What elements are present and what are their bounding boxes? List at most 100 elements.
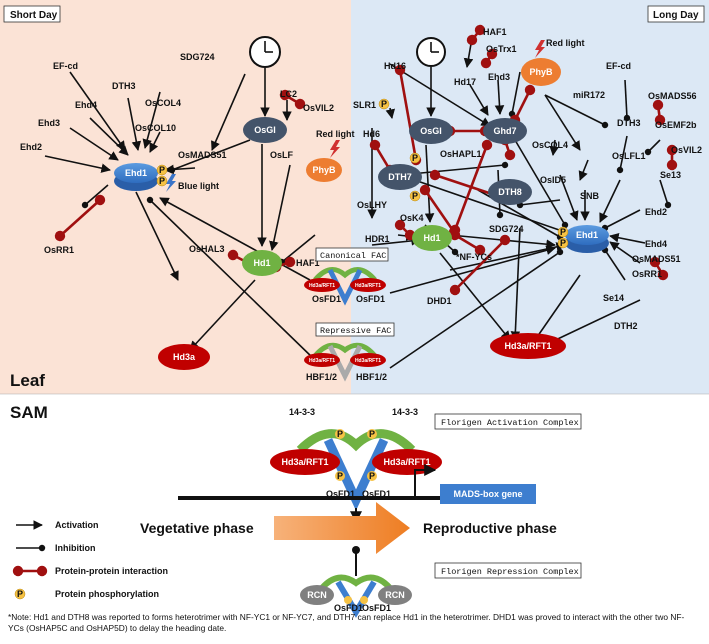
canonical-hd3a-left: Hd3a/RFT1 <box>309 283 335 289</box>
ld-ehd1-node: Ehd1 P P <box>557 225 609 253</box>
ld-osemf2b-label: OsEMF2b <box>655 120 697 130</box>
ld-hd3a-rft1-node <box>490 333 566 359</box>
sd-ehd1-phospho-1: P <box>159 165 165 175</box>
sd-hd1-node <box>242 250 282 276</box>
canonical-osfd1-right: OsFD1 <box>356 294 385 304</box>
ld-sdg724-label: SDG724 <box>489 224 524 234</box>
ld-oshapl1-label: OsHAPL1 <box>440 149 482 159</box>
ld-ehd1-phospho-2: P <box>560 238 566 248</box>
short-day-title: Short Day <box>10 10 58 21</box>
sd-sdg724-label: SDG724 <box>180 52 215 62</box>
sam-14-3-3-left: 14-3-3 <box>289 407 315 417</box>
clock-icon <box>249 36 281 68</box>
footnote: *Note: Hd1 and DTH8 was reported to form… <box>8 612 685 633</box>
sd-hd3a-node <box>158 344 210 370</box>
canonical-fac: Canonical FAC Hd3a/RFT1 Hd3a/RFT1 OsFD1 … <box>304 247 389 306</box>
vegetative-phase-label: Vegetative phase <box>140 520 254 536</box>
ld-osgi-label: OsGI <box>420 126 442 136</box>
ld-ghd7-label: Ghd7 <box>493 126 516 136</box>
ld-red-light-label: Red light <box>546 38 585 48</box>
legend-phospho: Protein phosphorylation <box>55 589 159 599</box>
ld-osrr1-label: OsRR1 <box>632 269 662 279</box>
ld-osmads56-label: OsMADS56 <box>648 91 697 101</box>
sd-dth3-label: DTH3 <box>112 81 136 91</box>
ld-dth7-node <box>378 164 422 190</box>
ld-dth7-phospho-1: P <box>412 153 418 163</box>
ld-ehd2-label: Ehd2 <box>645 207 667 217</box>
ld-hd1-node <box>412 225 452 251</box>
ld-snb-label: SNB <box>580 191 600 201</box>
ld-slr1-label: SLR1 <box>353 100 376 110</box>
sd-phyb-node <box>306 158 342 182</box>
sam-phospho-3: P <box>337 471 343 481</box>
sd-ehd1-label: Ehd1 <box>125 168 147 178</box>
sam-phospho-2: P <box>369 429 375 439</box>
ld-hd16-label: Hd16 <box>384 61 406 71</box>
sam-phospho-4: P <box>369 471 375 481</box>
sd-ehd4-label: Ehd4 <box>75 100 97 110</box>
sam-phospho-1: P <box>337 429 343 439</box>
repression-complex-title: Florigen Repression Complex <box>441 567 579 577</box>
sam-label: SAM <box>10 403 48 422</box>
ld-ehd1-label: Ehd1 <box>576 230 598 240</box>
ld-phyb-node <box>521 58 561 86</box>
short-day-network: EF-cd SDG724 LC2 OsVIL2 Ehd4 DTH3 OsCOL4… <box>20 36 355 370</box>
ld-mir172-label: miR172 <box>573 90 605 100</box>
sd-ehd2-label: Ehd2 <box>20 142 42 152</box>
repressive-hbf-left: HBF1/2 <box>306 372 337 382</box>
ld-osid5-label: OsID5 <box>540 175 566 185</box>
canonical-osfd1-left: OsFD1 <box>312 294 341 304</box>
legend-p-icon: P <box>17 589 23 599</box>
sd-oscol4-label: OsCOL4 <box>145 98 181 108</box>
ld-oslhy-label: OsLHY <box>357 200 387 210</box>
sd-osvil2-label: OsVIL2 <box>303 103 334 113</box>
sd-ehd1-phospho-2: P <box>159 176 165 186</box>
long-day-network: HAF1 OsTrx1 Red light Hd16 Hd17 Ehd3 EF-… <box>353 24 702 369</box>
repressive-hbf-right: HBF1/2 <box>356 372 387 382</box>
ld-hd1-label: Hd1 <box>423 233 440 243</box>
sd-hd1-label: Hd1 <box>253 258 270 268</box>
long-day-title: Long Day <box>653 10 699 21</box>
canonical-hd3a-right: Hd3a/RFT1 <box>355 283 381 289</box>
ld-ehd4-label: Ehd4 <box>645 239 667 249</box>
ld-dth8-node <box>488 179 532 205</box>
sd-osmads51-label: OsMADS51 <box>178 150 227 160</box>
ld-osk4-label: OsK4 <box>400 213 424 223</box>
sd-oscol10-label: OsCOL10 <box>135 123 176 133</box>
sd-ehd3-label: Ehd3 <box>38 118 60 128</box>
sd-ehd1-node: Ehd1 P P <box>114 163 168 191</box>
reproductive-phase-label: Reproductive phase <box>423 520 557 536</box>
sam-osfd1-left: OsFD1 <box>326 489 355 499</box>
ld-oslfl1-label: OsLFL1 <box>612 151 646 161</box>
legend-inhibition: Inhibition <box>55 543 96 553</box>
red-light-icon <box>535 40 545 58</box>
canonical-fac-title: Canonical FAC <box>320 251 386 261</box>
ld-hd6-label: Hd6 <box>363 129 380 139</box>
ld-hd3a-rft1-label: Hd3a/RFT1 <box>504 341 551 351</box>
ld-osgi-node <box>409 118 453 144</box>
ld-haf1-label: HAF1 <box>483 27 507 37</box>
repressive-hd3a-left: Hd3a/RFT1 <box>309 358 335 364</box>
ld-ostrx1-label: OsTrx1 <box>486 44 517 54</box>
sam-hd3a-left: Hd3a/RFT1 <box>281 457 328 467</box>
phase-transition-arrow <box>274 502 410 554</box>
ld-se13-label: Se13 <box>660 170 681 180</box>
sd-hd3a-label: Hd3a <box>173 352 196 362</box>
ld-slr1-phospho: P <box>381 99 387 109</box>
ld-ehd3-label: Ehd3 <box>488 72 510 82</box>
ld-oscol4-label: OsCOL4 <box>532 140 568 150</box>
ld-dth3-label: DTH3 <box>617 118 641 128</box>
sam-14-3-3-right: 14-3-3 <box>392 407 418 417</box>
ld-nf-ycs-label: *NF-YCs <box>456 252 492 262</box>
repressive-fac: Repressive FAC Hd3a/RFT1 Hd3a/RFT1 HBF1/… <box>304 322 395 382</box>
ld-osmads51-label: OsMADS51 <box>632 254 681 264</box>
sd-osgi-node <box>243 117 287 143</box>
sd-blue-light-label: Blue light <box>178 181 219 191</box>
ld-hd17-label: Hd17 <box>454 77 476 87</box>
short-day-panel <box>0 0 351 394</box>
florigen-activation-complex: P P P P Hd3a/RFT1 Hd3a/RFT1 14-3-3 14-3-… <box>270 407 442 511</box>
sd-lc2-label: LC2 <box>280 89 297 99</box>
repressive-fac-title: Repressive FAC <box>320 326 391 336</box>
sd-ef-cd-label: EF-cd <box>53 61 78 71</box>
